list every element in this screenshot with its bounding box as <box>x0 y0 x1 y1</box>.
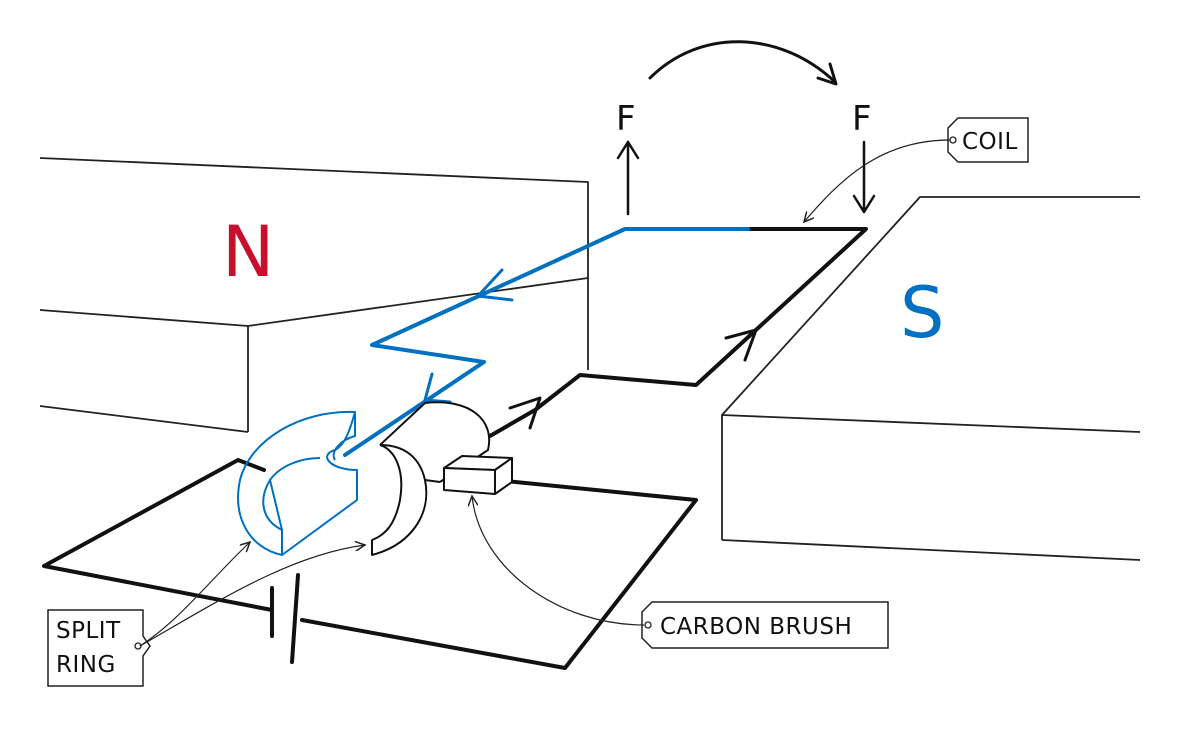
carbon-brush-label: CARBON BRUSH <box>660 614 852 640</box>
coil-label: COIL <box>962 129 1018 155</box>
south-magnet <box>721 196 1141 561</box>
circuit-wire <box>42 458 698 670</box>
north-magnet <box>39 157 589 433</box>
split-ring-label-tag <box>47 542 365 687</box>
split-ring-label-line1: SPLIT <box>56 618 121 644</box>
split-ring-right-half <box>371 401 491 556</box>
coil-wire-blue <box>343 227 750 457</box>
force-label-up: F <box>616 99 636 139</box>
north-pole-label: N <box>222 211 274 293</box>
force-label-down: F <box>852 99 872 139</box>
force-down-arrow-icon <box>852 140 876 214</box>
coil-wire-black <box>488 227 868 438</box>
carbon-brush-label-tag <box>472 496 889 649</box>
split-ring-left-half <box>237 410 358 556</box>
south-pole-label: S <box>900 272 944 354</box>
carbon-brush <box>443 455 513 495</box>
split-ring-label-line2: RING <box>56 652 116 678</box>
coil-label-tag <box>804 117 1029 222</box>
force-up-arrow-icon <box>616 140 640 216</box>
curved-arrow-icon <box>648 40 838 86</box>
battery-cell-icon <box>270 573 300 664</box>
